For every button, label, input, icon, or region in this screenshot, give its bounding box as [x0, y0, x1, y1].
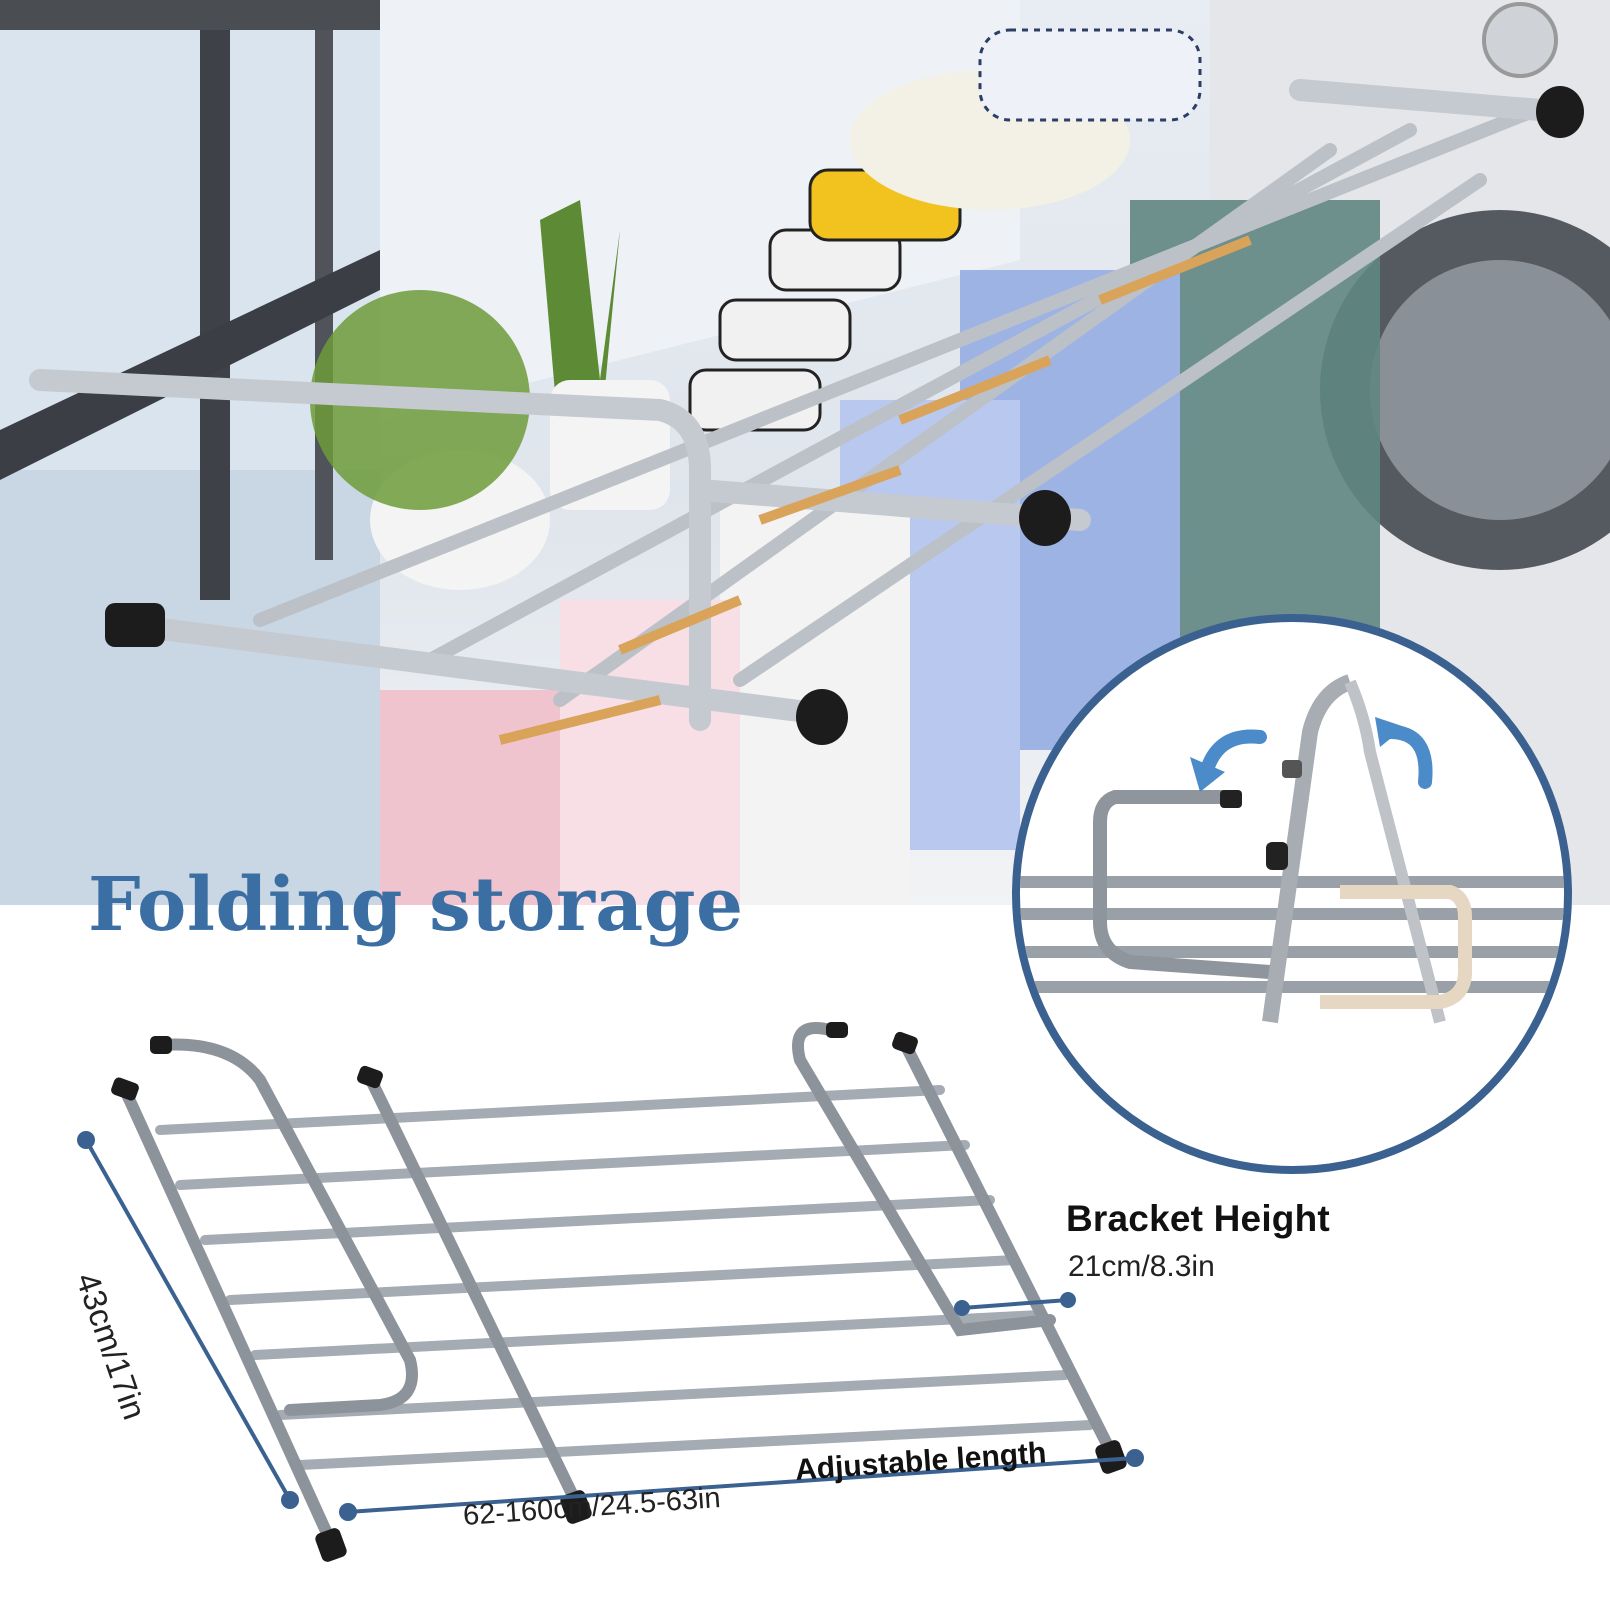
folding-detail-inset — [1012, 614, 1572, 1174]
rack-dimension-diagram — [77, 1022, 1144, 1562]
product-scene-photo — [0, 0, 1610, 905]
headline: Folding storage — [88, 862, 744, 948]
bracket-height-value: 21cm/8.3in — [1068, 1250, 1215, 1283]
width-dimension-line — [84, 1139, 292, 1501]
length-dimension-line — [347, 1456, 1136, 1514]
bracket-height-label: Bracket Height — [1066, 1198, 1330, 1239]
bracket-height-dimension-line — [961, 1298, 1069, 1310]
rotate-arrow-right-icon — [1383, 725, 1433, 789]
